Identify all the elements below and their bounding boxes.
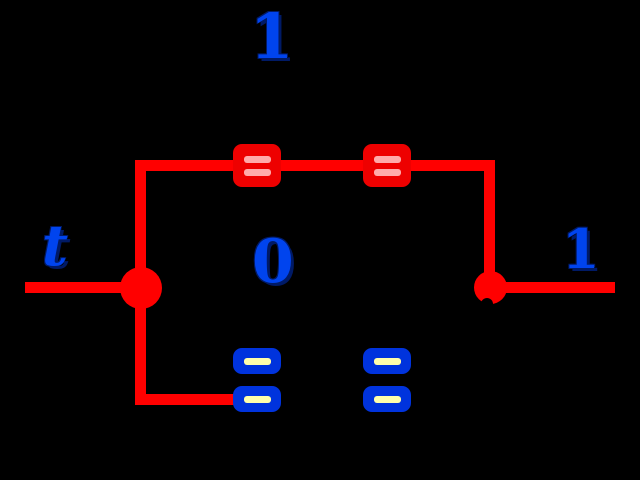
contact-dash bbox=[373, 357, 401, 365]
closed-contact-icon-right bbox=[363, 144, 411, 187]
contact-dash bbox=[243, 168, 271, 176]
open-contact-icon-left-lower bbox=[233, 386, 281, 412]
contact-dash bbox=[243, 357, 271, 365]
center-state-label: 0 bbox=[252, 227, 294, 297]
contact-dash bbox=[243, 395, 271, 403]
junction-dot-left bbox=[120, 267, 162, 309]
open-contact-icon-right-lower bbox=[363, 386, 411, 412]
contact-dash bbox=[373, 395, 401, 403]
contact-dash bbox=[243, 155, 271, 163]
open-contact-icon-right-upper bbox=[363, 348, 411, 374]
wire-output-right bbox=[490, 282, 615, 293]
contact-dash bbox=[373, 168, 401, 176]
wire-top bbox=[135, 160, 495, 171]
open-contact-icon-left-upper bbox=[233, 348, 281, 374]
output-terminal-label: 1 bbox=[562, 217, 600, 281]
closed-contact-icon-left bbox=[233, 144, 281, 187]
input-terminal-label: t bbox=[42, 213, 68, 279]
wire-right-down bbox=[484, 165, 495, 290]
wire-left-down bbox=[135, 287, 146, 402]
contact-dash bbox=[373, 155, 401, 163]
contact-gap-dot bbox=[481, 298, 493, 310]
wire-left-up bbox=[135, 165, 146, 290]
top-state-label: 1 bbox=[250, 0, 294, 73]
wire-bottom bbox=[135, 394, 238, 405]
wire-input-left bbox=[25, 282, 141, 293]
